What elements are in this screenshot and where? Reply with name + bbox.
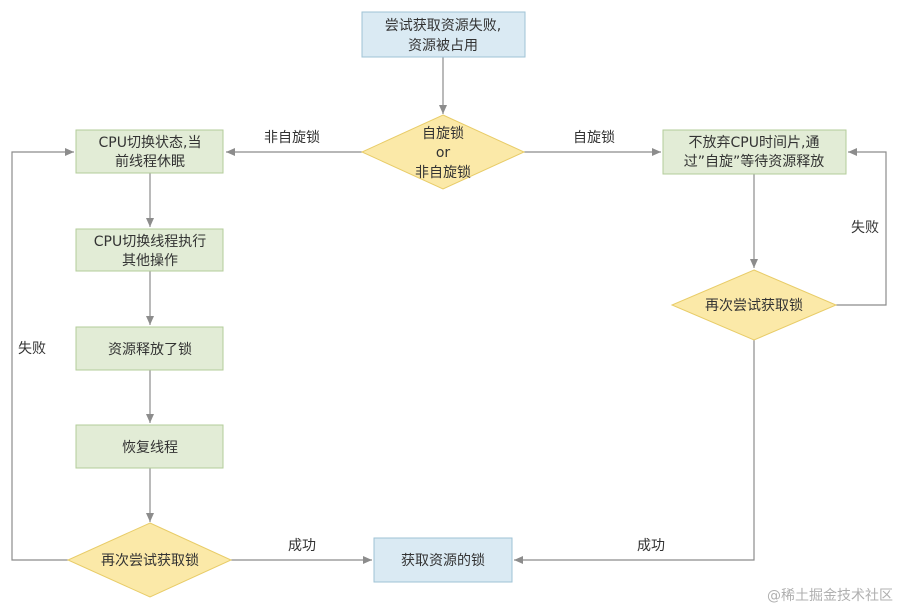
edge-retry-right-fail-loop — [836, 148, 887, 306]
switch-node-line-2: 其他操作 — [122, 253, 178, 269]
retry-right-label: 再次尝试获取锁 — [705, 298, 803, 314]
decision-spin-or-not: 自旋锁 or 非自旋锁 — [360, 114, 526, 190]
watermark: @稀土掘金技术社区 — [767, 588, 893, 604]
spin-wait-node: 不放弃CPU时间片,通 过”自旋”等待资源释放 — [662, 129, 847, 175]
start-node-line-1: 尝试获取资源失败, — [385, 18, 501, 34]
decision-line-3: 非自旋锁 — [415, 165, 471, 181]
decision-line-1: 自旋锁 — [422, 126, 464, 142]
retry-left-decision: 再次尝试获取锁 — [66, 522, 233, 598]
resume-node-label: 恢复线程 — [122, 439, 178, 456]
switch-node-line-1: CPU切换线程执行 — [94, 233, 206, 250]
spin-node-line-1: 不放弃CPU时间片,通 — [689, 135, 820, 151]
edge-label-success-left: 成功 — [288, 538, 316, 554]
acquire-node-label: 获取资源的锁 — [401, 553, 485, 569]
sleep-node: CPU切换状态,当 前线程休眠 — [75, 129, 224, 174]
edge-retry-left-fail-loop — [11, 148, 74, 561]
edge-label-fail-right: 失败 — [851, 220, 879, 236]
sleep-node-line-2: 前线程休眠 — [115, 153, 185, 170]
released-node-label: 资源释放了锁 — [108, 342, 192, 358]
edge-label-success-right: 成功 — [637, 538, 665, 554]
start-node: 尝试获取资源失败, 资源被占用 — [361, 11, 526, 58]
retry-left-label: 再次尝试获取锁 — [101, 553, 199, 569]
acquire-lock-node: 获取资源的锁 — [373, 537, 513, 583]
retry-right-decision: 再次尝试获取锁 — [670, 269, 838, 341]
edge-label-fail-left: 失败 — [18, 341, 46, 357]
edge-retry-right-to-acquire — [514, 340, 755, 564]
decision-line-2: or — [436, 145, 451, 161]
edge-label-spin: 自旋锁 — [573, 130, 615, 146]
switch-thread-node: CPU切换线程执行 其他操作 — [75, 228, 224, 272]
resume-thread-node: 恢复线程 — [75, 424, 224, 469]
sleep-node-line-1: CPU切换状态,当 — [99, 134, 202, 151]
start-node-line-2: 资源被占用 — [408, 38, 478, 54]
connectors — [11, 57, 887, 564]
edge-label-non-spin: 非自旋锁 — [264, 130, 320, 146]
spin-node-line-2: 过”自旋”等待资源释放 — [684, 153, 825, 170]
resource-released-node: 资源释放了锁 — [75, 326, 224, 371]
